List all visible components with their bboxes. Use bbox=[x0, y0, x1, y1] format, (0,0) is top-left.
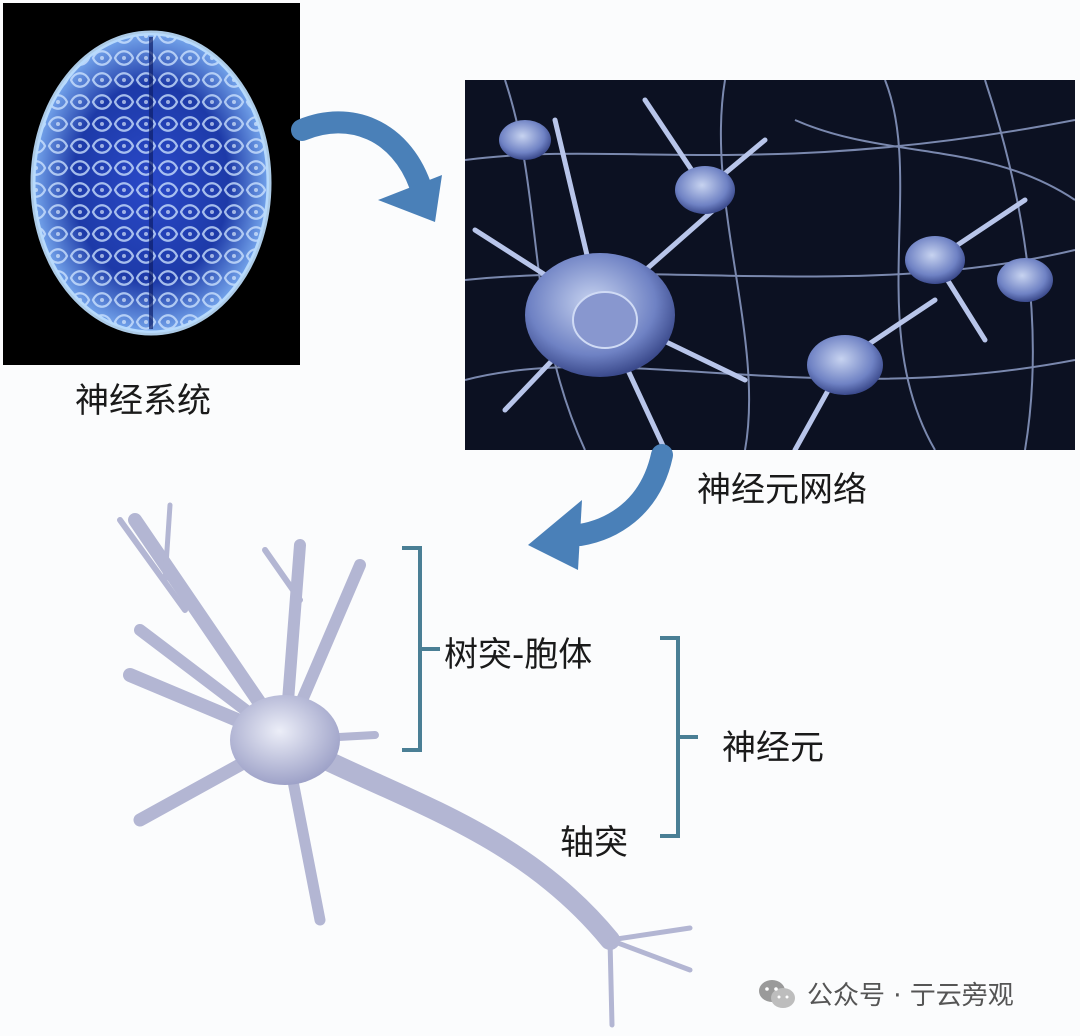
label-dendrite-soma: 树突-胞体 bbox=[444, 635, 593, 675]
label-nervous-system: 神经系统 bbox=[75, 381, 211, 421]
label-neuron-network: 神经元网络 bbox=[697, 470, 867, 510]
brain-image bbox=[3, 3, 300, 365]
watermark: 公众号 · 亍云旁观 bbox=[757, 975, 1014, 1012]
wechat-icon bbox=[759, 979, 795, 1008]
bracket-dendrite-soma bbox=[402, 546, 440, 752]
neuron-network-image bbox=[465, 80, 1075, 450]
label-neuron: 神经元 bbox=[722, 728, 824, 768]
arrow-network-to-neuron bbox=[528, 444, 673, 570]
bracket-neuron bbox=[660, 636, 698, 838]
arrow-brain-to-network bbox=[291, 111, 442, 222]
brain-illustration bbox=[30, 30, 272, 336]
label-axon: 轴突 bbox=[560, 823, 628, 863]
neuron-illustration bbox=[117, 502, 693, 1028]
neuron-network-illustration bbox=[465, 80, 1075, 450]
watermark-text: 公众号 · 亍云旁观 bbox=[807, 981, 1014, 1011]
